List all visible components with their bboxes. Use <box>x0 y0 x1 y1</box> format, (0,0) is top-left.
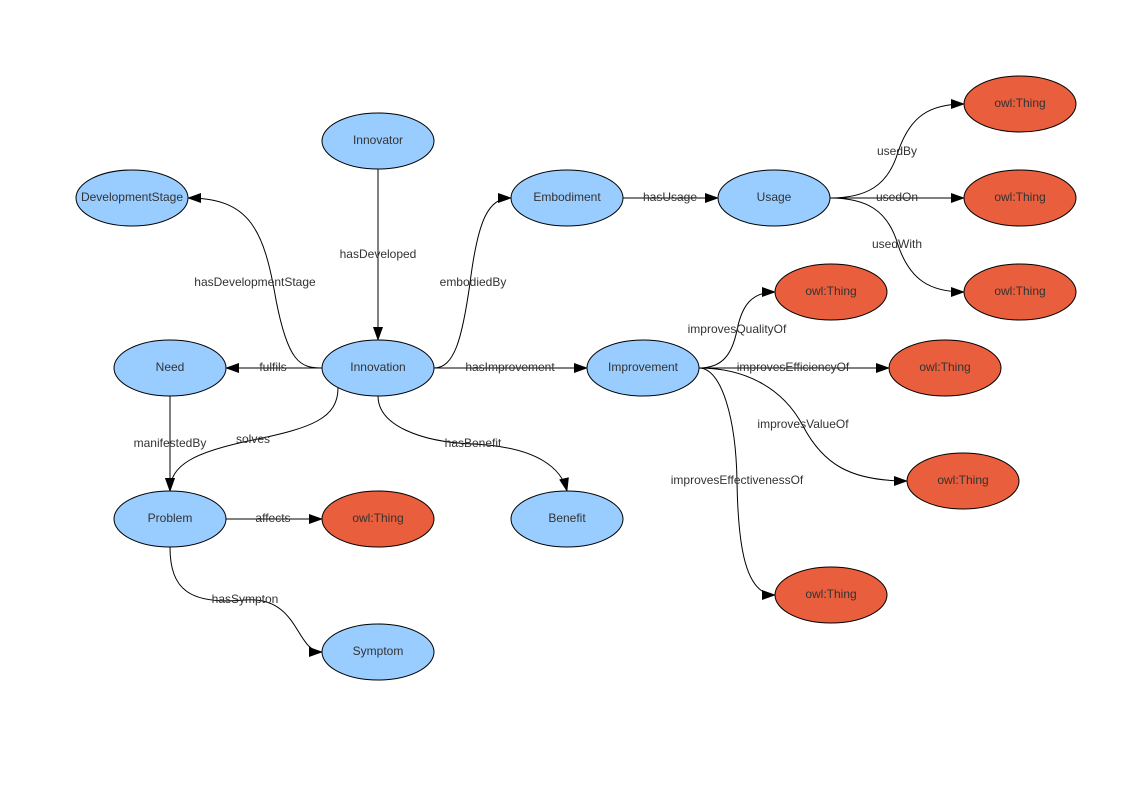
node-thing-usedwith[interactable]: owl:Thing <box>963 263 1077 321</box>
node-label: owl:Thing <box>994 284 1045 298</box>
edge-label-hasbenefit: hasBenefit <box>445 436 502 450</box>
node-label: Embodiment <box>533 190 601 204</box>
node-label: Innovator <box>353 133 403 147</box>
node-label: Improvement <box>608 360 679 374</box>
node-problem[interactable]: Problem <box>113 490 227 548</box>
node-benefit[interactable]: Benefit <box>510 490 624 548</box>
node-ellipse <box>774 566 888 624</box>
node-label: Innovation <box>350 360 405 374</box>
edge-improvesqualityof <box>698 287 776 369</box>
node-label: owl:Thing <box>994 190 1045 204</box>
edge-solves <box>165 387 339 492</box>
node-innovator[interactable]: Innovator <box>321 112 435 170</box>
node-ellipse <box>321 623 435 681</box>
node-ellipse <box>774 263 888 321</box>
edge-usedwith <box>829 197 965 297</box>
node-thing-quality[interactable]: owl:Thing <box>774 263 888 321</box>
node-ellipse <box>906 452 1020 510</box>
node-label: DevelopmentStage <box>81 190 183 204</box>
node-ellipse <box>321 112 435 170</box>
edges-layer <box>165 99 965 657</box>
node-thing-affects[interactable]: owl:Thing <box>321 490 435 548</box>
edge-label-hasimprovement: hasImprovement <box>465 360 555 374</box>
node-label: owl:Thing <box>805 587 856 601</box>
node-ellipse <box>321 339 435 397</box>
edge-label-hasdeveloped: hasDeveloped <box>340 247 417 261</box>
node-need[interactable]: Need <box>113 339 227 397</box>
edge-label-solves: solves <box>236 432 270 446</box>
node-symptom[interactable]: Symptom <box>321 623 435 681</box>
node-ellipse <box>586 339 700 397</box>
edge-label-usedwith: usedWith <box>872 237 922 251</box>
node-ellipse <box>113 490 227 548</box>
edge-label-fulfils: fulfils <box>259 360 286 374</box>
edge-label-improveseffectivenessof: improvesEffectivenessOf <box>671 473 804 487</box>
node-ellipse <box>510 169 624 227</box>
edge-label-manifestedby: manifestedBy <box>134 436 207 450</box>
node-ellipse <box>75 169 189 227</box>
edge-improvesvalueof <box>698 367 908 486</box>
edge-label-hasdevelopmentstage: hasDevelopmentStage <box>194 275 316 289</box>
edge-label-improvesvalueof: improvesValueOf <box>757 417 849 431</box>
edge-usedby <box>829 99 965 199</box>
node-usage[interactable]: Usage <box>717 169 831 227</box>
edge-label-improvesefficiencyof: improvesEfficiencyOf <box>737 360 850 374</box>
node-ellipse <box>888 339 1002 397</box>
node-label: owl:Thing <box>937 473 988 487</box>
node-label: Symptom <box>353 644 404 658</box>
edge-improveseffectivenessof <box>698 367 776 600</box>
edge-label-hasusage: hasUsage <box>643 190 697 204</box>
node-ellipse <box>963 169 1077 227</box>
edge-hasdevelopmentstage <box>187 193 323 369</box>
node-ellipse <box>113 339 227 397</box>
edge-label-usedby: usedBy <box>877 144 917 158</box>
edge-embodiedby <box>433 193 512 369</box>
edge-label-embodiedby: embodiedBy <box>440 275 507 289</box>
node-label: owl:Thing <box>919 360 970 374</box>
node-label: owl:Thing <box>805 284 856 298</box>
node-innovation[interactable]: Innovation <box>321 339 435 397</box>
node-devstage[interactable]: DevelopmentStage <box>75 169 189 227</box>
node-thing-efficiency[interactable]: owl:Thing <box>888 339 1002 397</box>
node-improvement[interactable]: Improvement <box>586 339 700 397</box>
node-thing-usedon[interactable]: owl:Thing <box>963 169 1077 227</box>
node-label: Problem <box>148 511 193 525</box>
edge-label-usedon: usedOn <box>876 190 918 204</box>
node-ellipse <box>963 263 1077 321</box>
edge-label-improvesqualityof: improvesQualityOf <box>688 322 787 336</box>
edge-hasbenefit <box>377 395 569 492</box>
edge-hassympton <box>169 546 323 657</box>
node-label: owl:Thing <box>352 511 403 525</box>
node-ellipse <box>321 490 435 548</box>
node-ellipse <box>510 490 624 548</box>
node-thing-value[interactable]: owl:Thing <box>906 452 1020 510</box>
node-label: Need <box>156 360 185 374</box>
edge-label-affects: affects <box>255 511 290 525</box>
node-label: Benefit <box>548 511 586 525</box>
node-ellipse <box>717 169 831 227</box>
node-thing-effectiveness[interactable]: owl:Thing <box>774 566 888 624</box>
edge-label-hassympton: hasSympton <box>212 592 279 606</box>
node-label: owl:Thing <box>994 96 1045 110</box>
node-embodiment[interactable]: Embodiment <box>510 169 624 227</box>
node-ellipse <box>963 75 1077 133</box>
edge-labels-layer: hasDeveloped hasDevelopmentStage embodiedB… <box>134 144 922 606</box>
node-thing-usedby[interactable]: owl:Thing <box>963 75 1077 133</box>
node-label: Usage <box>757 190 792 204</box>
